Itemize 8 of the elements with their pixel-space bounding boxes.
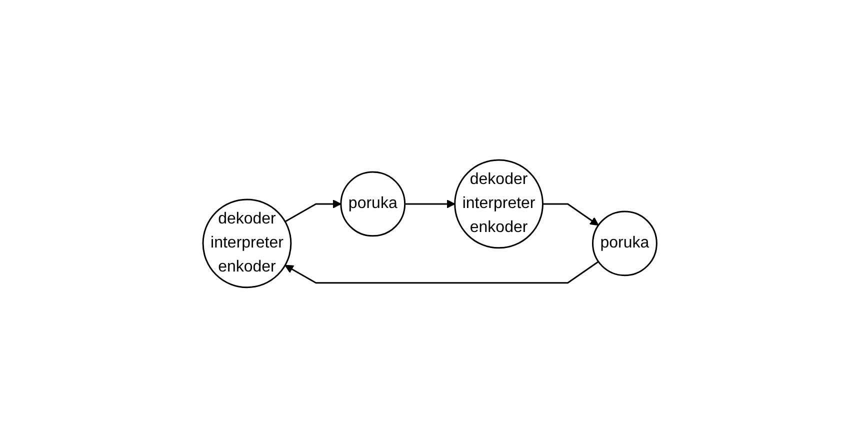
node-circle: dekoder interpreter enkoder [454,160,544,249]
arrow [284,261,599,284]
node-circle: poruka [592,211,658,276]
arrow [404,200,455,209]
arrow [284,200,341,223]
arrow [542,204,598,226]
node-circle: dekoder interpreter enkoder [202,199,292,288]
node-circle: poruka [340,172,406,237]
